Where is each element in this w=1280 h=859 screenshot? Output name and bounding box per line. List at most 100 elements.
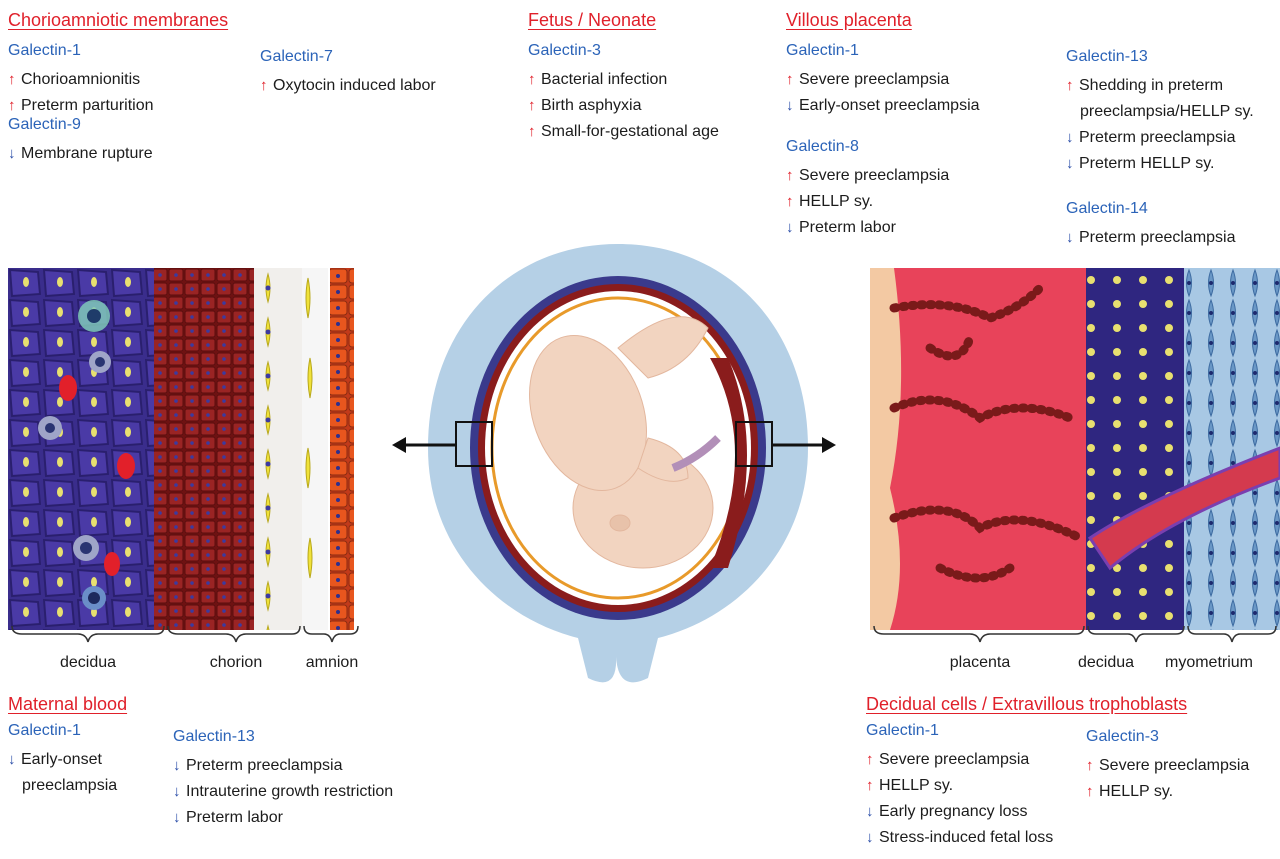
effect-text: Early pregnancy loss — [879, 803, 1028, 820]
effect-item: ↑Shedding in preterm preeclampsia/HELLP s… — [1066, 73, 1254, 125]
effect-item: ↑Birth asphyxia — [528, 93, 719, 119]
galectin-block: Galectin-8↑Severe preeclampsia↑HELLP sy.… — [786, 138, 949, 241]
label-placenta: placenta — [940, 654, 1020, 672]
chorioamniotic-section: Chorioamniotic membranes Galectin-1↑Chor… — [8, 10, 488, 200]
effect-text: Early-onset — [21, 751, 102, 768]
arrow-up-icon: ↑ — [866, 773, 879, 799]
layer-braces — [8, 624, 360, 646]
effect-item: ↑HELLP sy. — [866, 773, 1053, 799]
effect-text: Shedding in preterm — [1079, 77, 1223, 94]
effect-item: ↑Severe preeclampsia — [1086, 753, 1249, 779]
galectin-name: Galectin-1 — [866, 722, 1053, 740]
arrow-down-icon: ↓ — [173, 805, 186, 831]
galectin-name: Galectin-1 — [8, 42, 154, 60]
galectin-block: Galectin-13 ↑Shedding in preterm preeclamp… — [1066, 48, 1254, 177]
galectin-name: Galectin-7 — [260, 48, 436, 66]
arrow-down-icon: ↓ — [786, 93, 799, 119]
placenta-tissue-illustration: placenta decidua myometrium — [870, 268, 1280, 630]
section-title: Villous placenta — [786, 10, 1280, 31]
effect-item: ↓Preterm HELLP sy. — [1066, 151, 1254, 177]
effect-text: Severe preeclampsia — [799, 167, 949, 184]
label-decidua: decidua — [58, 654, 118, 672]
effect-item: ↓Early-onset preeclampsia — [786, 93, 980, 119]
arrow-up-icon: ↑ — [1066, 73, 1079, 99]
label-chorion: chorion — [204, 654, 268, 672]
arrow-up-icon: ↑ — [528, 67, 541, 93]
galectin-name: Galectin-13 — [1066, 48, 1254, 66]
effect-text: Severe preeclampsia — [799, 71, 949, 88]
effect-text: Severe preeclampsia — [1099, 757, 1249, 774]
effect-text: Small-for-gestational age — [541, 123, 719, 140]
arrow-up-icon: ↑ — [260, 73, 273, 99]
effect-text: Preterm labor — [186, 809, 283, 826]
effect-item: ↑Small-for-gestational age — [528, 119, 719, 145]
arrow-up-icon: ↑ — [528, 93, 541, 119]
arrow-up-icon: ↑ — [866, 747, 879, 773]
galectin-name: Galectin-13 — [173, 728, 393, 746]
fetus-section: Fetus / Neonate Galectin-3 ↑Bacterial inf… — [528, 10, 768, 170]
section-title: Chorioamniotic membranes — [8, 10, 488, 31]
effect-item: ↓Early-onsetpreeclampsia — [8, 747, 117, 799]
effect-item: ↓Preterm preeclampsia — [173, 753, 393, 779]
effect-text: Chorioamnionitis — [21, 71, 140, 88]
galectin-name: Galectin-9 — [8, 116, 153, 134]
galectin-block: Galectin-1↑Chorioamnionitis↑Preterm part… — [8, 42, 154, 119]
galectin-block: Galectin-1↑Severe preeclampsia↓Early-ons… — [786, 42, 980, 119]
arrow-up-icon: ↑ — [8, 67, 21, 93]
effect-text: Severe preeclampsia — [879, 751, 1029, 768]
label-myometrium: myometrium — [1154, 654, 1264, 672]
effect-text-continued: preeclampsia/HELLP sy. — [1066, 99, 1254, 125]
effect-item: ↑HELLP sy. — [786, 189, 949, 215]
section-title: Decidual cells / Extravillous trophoblas… — [866, 694, 1280, 715]
uterus-svg — [388, 238, 848, 693]
arrow-up-icon: ↑ — [786, 67, 799, 93]
effect-text: Intrauterine growth restriction — [186, 783, 393, 800]
arrow-up-icon: ↑ — [786, 163, 799, 189]
section-title: Fetus / Neonate — [528, 10, 768, 31]
effect-item: ↑Bacterial infection — [528, 67, 719, 93]
effect-item: ↓Stress-induced fetal loss — [866, 825, 1053, 851]
effect-text: HELLP sy. — [799, 193, 873, 210]
effect-item: ↓Membrane rupture — [8, 141, 153, 167]
effect-item: ↓Preterm labor — [173, 805, 393, 831]
effect-text: Preterm preeclampsia — [186, 757, 343, 774]
effect-item: ↑HELLP sy. — [1086, 779, 1249, 805]
effect-text: Birth asphyxia — [541, 97, 642, 114]
effect-text: Oxytocin induced labor — [273, 77, 436, 94]
galectin-name: Galectin-1 — [786, 42, 980, 60]
layer-braces — [870, 624, 1280, 646]
effect-text: Early-onset preeclampsia — [799, 97, 980, 114]
arrow-down-icon: ↓ — [1066, 125, 1079, 151]
effect-text: Preterm HELLP sy. — [1079, 155, 1214, 172]
effect-text: Stress-induced fetal loss — [879, 829, 1053, 846]
chorioamniotic-tissue-illustration: decidua chorion amnion — [8, 268, 360, 630]
arrow-down-icon: ↓ — [8, 141, 21, 167]
galectin-name: Galectin-1 — [8, 722, 117, 740]
galectin-name: Galectin-3 — [528, 42, 719, 60]
effect-item: ↑Severe preeclampsia — [786, 67, 980, 93]
galectin-name: Galectin-14 — [1066, 200, 1236, 218]
effect-item: ↑Chorioamnionitis — [8, 67, 154, 93]
galectin-block: Galectin-3↑Severe preeclampsia↑HELLP sy. — [1086, 728, 1249, 805]
arrow-down-icon: ↓ — [173, 753, 186, 779]
effect-item: ↑Severe preeclampsia — [786, 163, 949, 189]
effect-item: ↓Intrauterine growth restriction — [173, 779, 393, 805]
arrow-down-icon: ↓ — [173, 779, 186, 805]
uterus-fetus-illustration — [388, 238, 848, 693]
arrow-up-icon: ↑ — [528, 119, 541, 145]
effect-item: ↓Preterm preeclampsia — [1066, 125, 1254, 151]
galectin-block: Galectin-3↑Bacterial infection↑Birth asp… — [528, 42, 719, 145]
effect-text: HELLP sy. — [879, 777, 953, 794]
effect-text: Membrane rupture — [21, 145, 153, 162]
effect-text: Preterm preeclampsia — [1079, 229, 1236, 246]
section-title: Maternal blood — [8, 694, 458, 715]
arrow-down-icon: ↓ — [866, 799, 879, 825]
arrow-down-icon: ↓ — [866, 825, 879, 851]
effect-item: ↑Severe preeclampsia — [866, 747, 1053, 773]
villous-section: Villous placenta Galectin-1↑Severe preec… — [786, 10, 1280, 260]
arrow-down-icon: ↓ — [8, 747, 21, 773]
label-amnion: amnion — [302, 654, 362, 672]
galectin-block: Galectin-7 ↑Oxytocin induced labor — [260, 48, 436, 99]
